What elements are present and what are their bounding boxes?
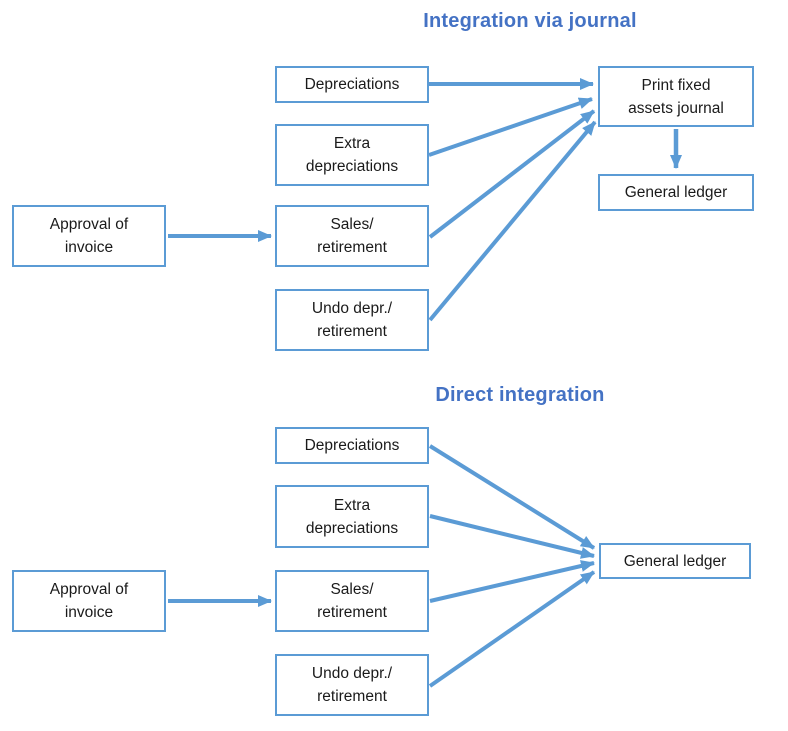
- node-journal-sales-retirement: Sales/ retirement: [275, 205, 429, 267]
- arrow-direct-undo-to-general-ledger: [428, 570, 596, 688]
- arrow-direct-extra-depreciations-to-general-ledger: [429, 514, 595, 559]
- arrow-journal-undo-to-print-journal: [428, 120, 597, 322]
- node-direct-depreciations: Depreciations: [275, 427, 429, 464]
- node-journal-undo-retirement: Undo depr./ retirement: [275, 289, 429, 351]
- arrow-journal-extra-depreciations-to-print-journal: [428, 97, 593, 157]
- arrow-direct-sales-to-general-ledger: [429, 560, 595, 603]
- node-direct-approval-of-invoice: Approval of invoice: [12, 570, 166, 632]
- node-journal-general-ledger: General ledger: [598, 174, 754, 211]
- arrow-journal-sales-to-print-journal: [428, 109, 596, 239]
- node-journal-extra-depreciations: Extra depreciations: [275, 124, 429, 186]
- arrow-direct-depreciations-to-general-ledger: [428, 444, 596, 550]
- node-direct-general-ledger: General ledger: [599, 543, 751, 579]
- direct-flow-title: Direct integration: [435, 384, 605, 406]
- node-journal-depreciations: Depreciations: [275, 66, 429, 103]
- node-journal-print-fixed-assets-journal: Print fixed assets journal: [598, 66, 754, 127]
- node-direct-extra-depreciations: Extra depreciations: [275, 485, 429, 548]
- node-journal-approval-of-invoice: Approval of invoice: [12, 205, 166, 267]
- journal-flow-title: Integration via journal: [423, 10, 637, 32]
- node-direct-sales-retirement: Sales/ retirement: [275, 570, 429, 632]
- node-direct-undo-retirement: Undo depr./ retirement: [275, 654, 429, 716]
